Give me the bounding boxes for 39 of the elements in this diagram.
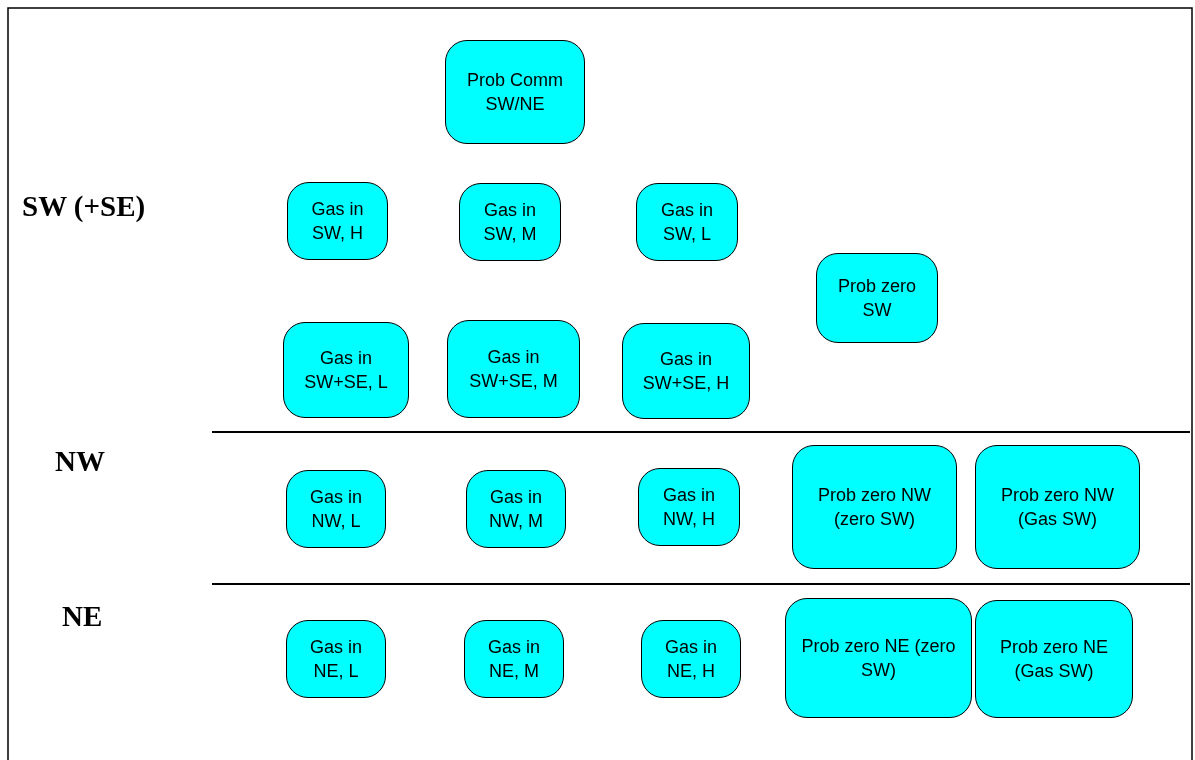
box-label: Gas in NE, L — [309, 636, 363, 683]
process-box — [638, 468, 740, 546]
process-box — [283, 322, 409, 418]
box-label: Gas in SW, L — [660, 199, 714, 246]
process-box — [975, 600, 1133, 718]
box-label: Gas in SW+SE, H — [641, 348, 731, 395]
box-label: Gas in SW+SE, M — [468, 346, 559, 393]
box-label: Prob zero NW (zero SW) — [817, 484, 932, 531]
box-label: Prob zero SW — [836, 275, 917, 322]
box-label: Gas in NW, H — [662, 484, 716, 531]
process-box — [459, 183, 561, 261]
process-box — [641, 620, 741, 698]
process-box — [816, 253, 938, 343]
box-label: Prob zero NW (Gas SW) — [1000, 484, 1115, 531]
box-label: Gas in NE, M — [487, 636, 541, 683]
process-box — [622, 323, 750, 419]
process-box — [286, 620, 386, 698]
process-box — [287, 182, 388, 260]
box-label: Prob Comm SW/NE — [466, 69, 564, 116]
process-box — [636, 183, 738, 261]
process-box — [466, 470, 566, 548]
process-box — [975, 445, 1140, 569]
box-label: Gas in NE, H — [664, 636, 718, 683]
process-box — [464, 620, 564, 698]
box-label: Prob zero NE (zero SW) — [800, 635, 957, 682]
process-box — [445, 40, 585, 144]
box-label: Gas in SW, M — [482, 199, 538, 246]
row-heading: SW (+SE) — [22, 190, 146, 223]
process-box — [286, 470, 386, 548]
process-box — [792, 445, 957, 569]
row-heading: NE — [62, 600, 103, 633]
process-box — [447, 320, 580, 418]
box-label: Gas in SW, H — [310, 198, 365, 245]
process-box — [785, 598, 972, 718]
box-label: Prob zero NE (Gas SW) — [998, 636, 1109, 683]
box-label: Gas in SW+SE, L — [303, 347, 389, 394]
row-heading: NW — [55, 445, 105, 478]
box-label: Gas in NW, M — [488, 486, 544, 533]
box-label: Gas in NW, L — [309, 486, 363, 533]
